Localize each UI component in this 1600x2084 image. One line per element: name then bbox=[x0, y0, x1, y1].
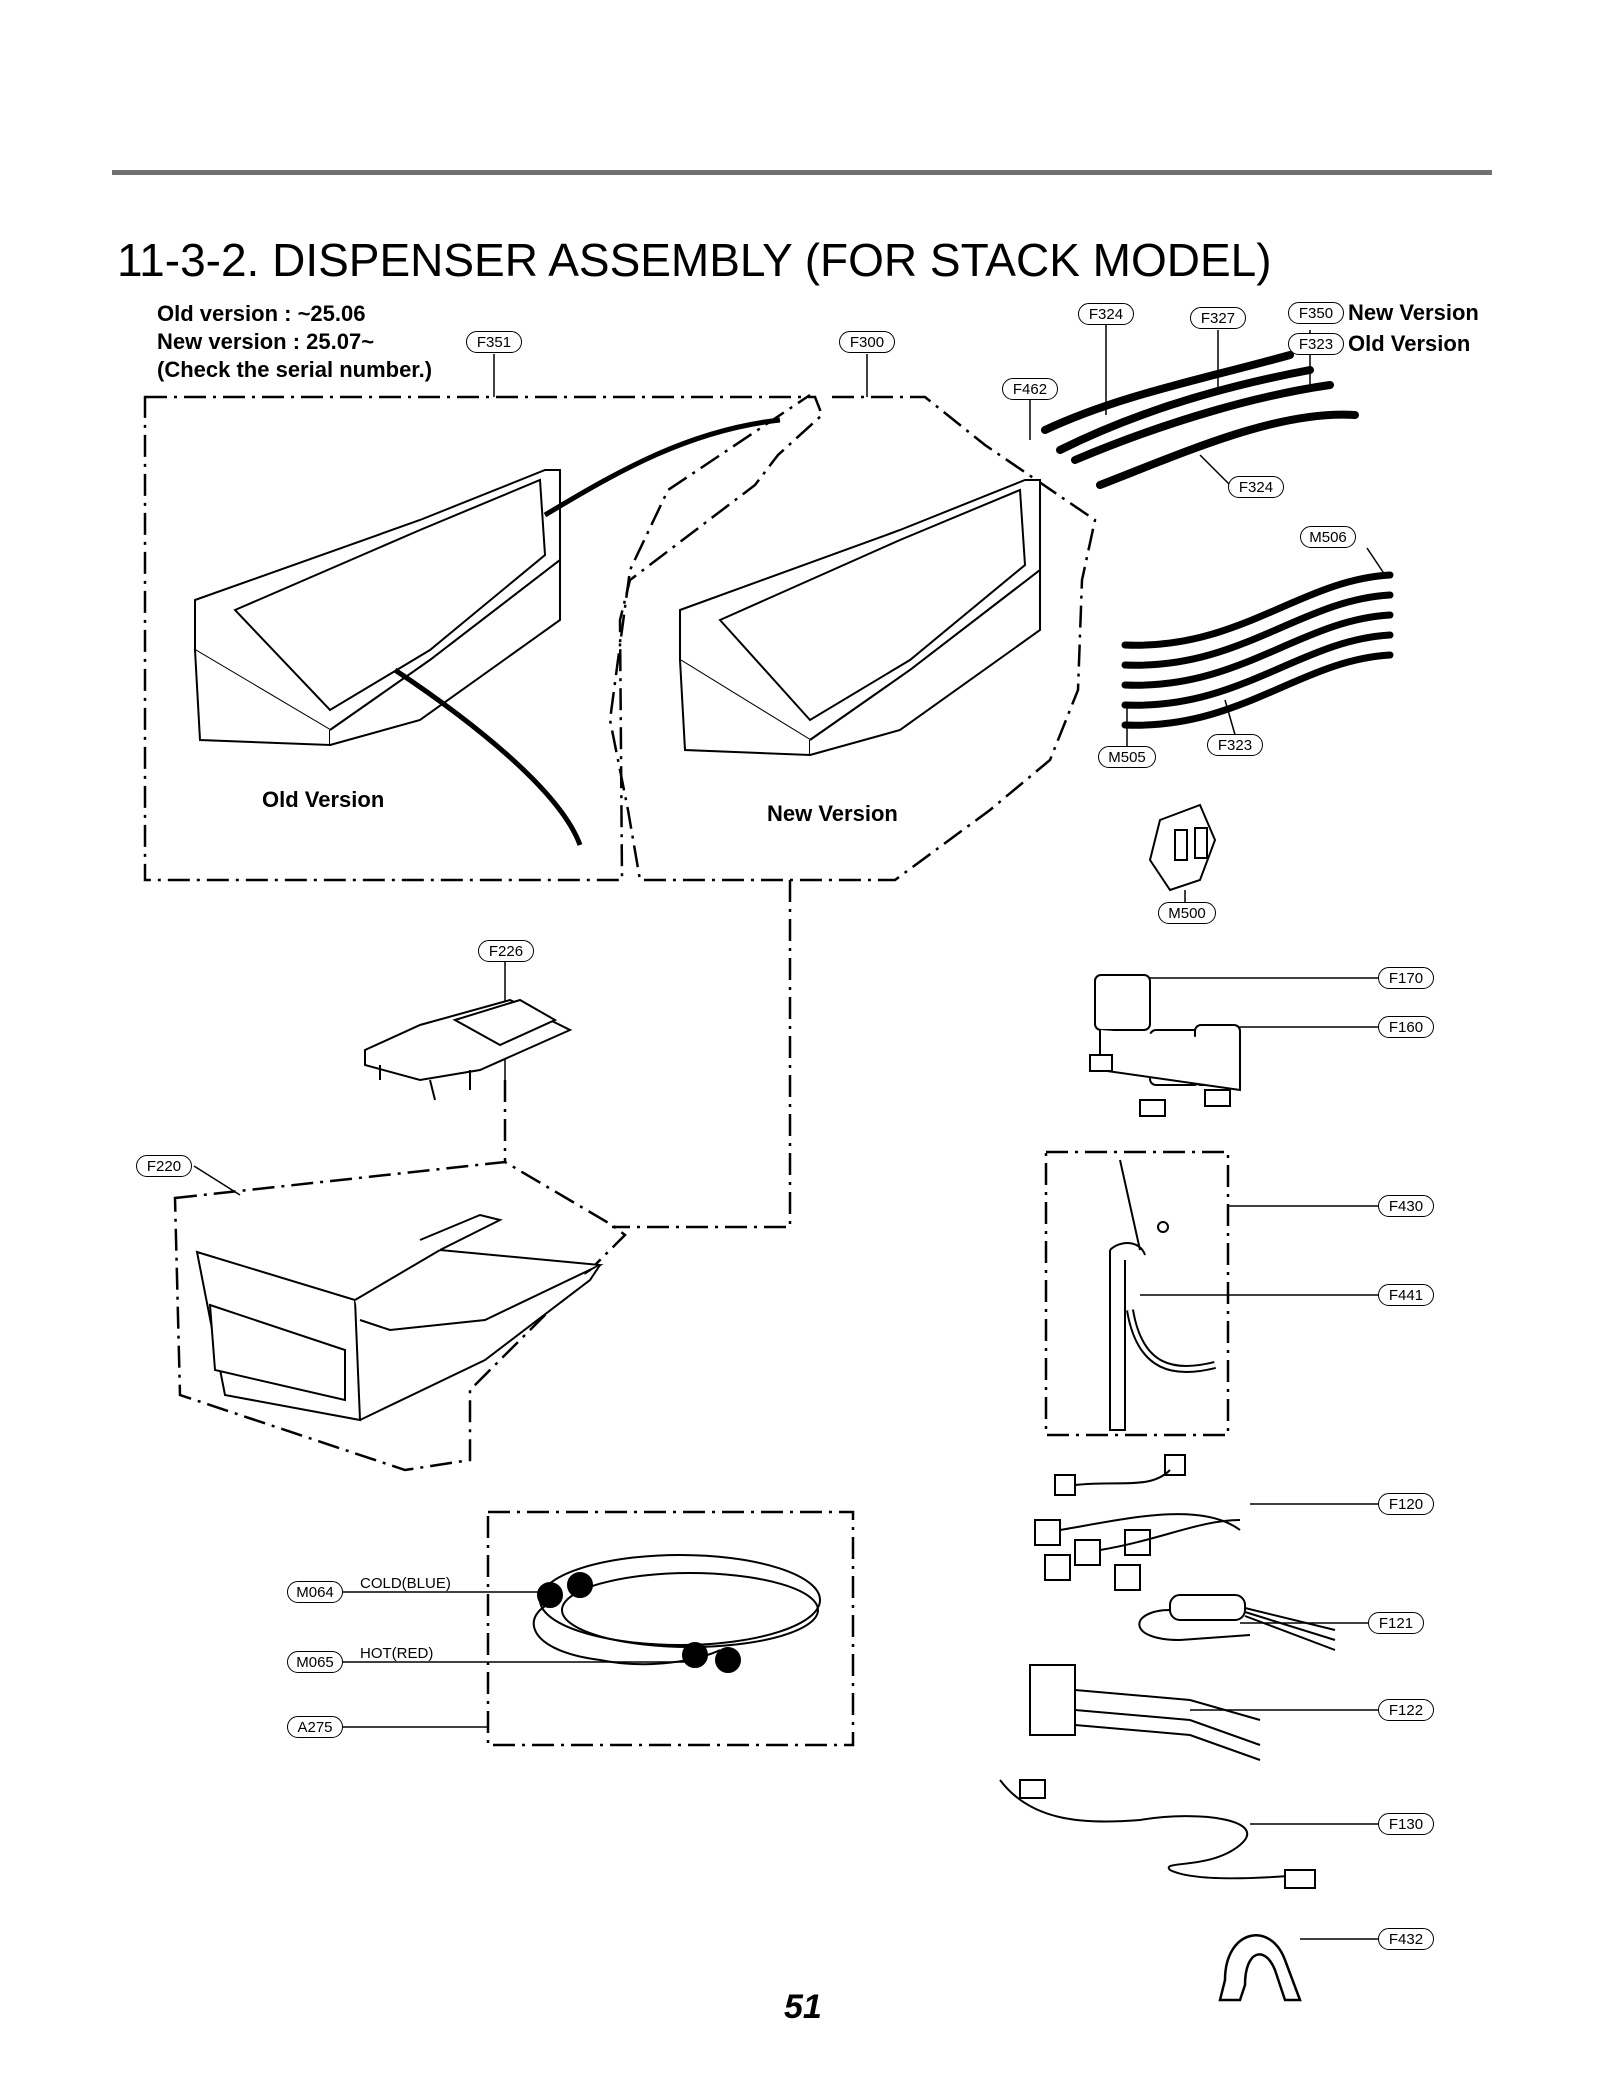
callout-f130: F130 bbox=[1378, 1813, 1434, 1835]
callout-f122: F122 bbox=[1378, 1699, 1434, 1721]
hot-hose-label: HOT(RED) bbox=[360, 1645, 434, 1662]
callout-f324-bottom: F324 bbox=[1228, 476, 1284, 498]
callout-f351: F351 bbox=[466, 331, 522, 353]
callout-f324-top: F324 bbox=[1078, 303, 1134, 325]
callout-m505: M505 bbox=[1098, 746, 1156, 768]
group-connector-line bbox=[612, 880, 792, 1229]
cable-f121 bbox=[1138, 1594, 1336, 1651]
cable-f122 bbox=[1029, 1664, 1261, 1761]
legend-new-version: New Version bbox=[1348, 300, 1479, 325]
callout-f327: F327 bbox=[1190, 307, 1246, 329]
version-note-new: New version : 25.07~ bbox=[157, 329, 375, 354]
hose-guide bbox=[1218, 1934, 1302, 2002]
drain-hose bbox=[1109, 1159, 1216, 1431]
callout-f170: F170 bbox=[1378, 967, 1434, 989]
callout-f226: F226 bbox=[478, 940, 534, 962]
callout-f120: F120 bbox=[1378, 1493, 1434, 1515]
inlet-hose-group-frame bbox=[486, 1510, 855, 1747]
header-rule bbox=[112, 170, 1492, 175]
callout-f323: F323 bbox=[1207, 734, 1263, 756]
callout-f430: F430 bbox=[1378, 1195, 1434, 1217]
pressure-switch bbox=[1148, 803, 1217, 892]
callout-f300: F300 bbox=[839, 331, 895, 353]
callout-f432: F432 bbox=[1378, 1928, 1434, 1950]
inlet-hoses bbox=[532, 1554, 821, 1673]
callout-m064: M064 bbox=[287, 1581, 343, 1603]
drawer-group-frame bbox=[173, 1160, 627, 1472]
connector-hoses-bundle bbox=[1121, 571, 1394, 729]
callout-f160: F160 bbox=[1378, 1016, 1434, 1038]
callout-f462: F462 bbox=[1002, 378, 1058, 400]
legend-old-version: Old Version bbox=[1348, 331, 1471, 356]
new-dispenser-housing bbox=[679, 479, 1041, 757]
callout-f220: F220 bbox=[136, 1155, 192, 1177]
callout-m500: M500 bbox=[1158, 902, 1216, 924]
dispenser-drawer bbox=[195, 1213, 604, 1422]
old-version-group-frame bbox=[143, 395, 824, 882]
pump-group-frame bbox=[1044, 1150, 1230, 1437]
page-title: 11-3-2. DISPENSER ASSEMBLY (FOR STACK MO… bbox=[117, 234, 1272, 286]
callout-f121: F121 bbox=[1368, 1612, 1424, 1634]
callout-f441: F441 bbox=[1378, 1284, 1434, 1306]
version-note-old: Old version : ~25.06 bbox=[157, 301, 366, 326]
callout-m506: M506 bbox=[1300, 526, 1356, 548]
old-dispenser-housing bbox=[194, 469, 561, 747]
old-dispenser-hoses bbox=[393, 417, 781, 846]
callout-a275: A275 bbox=[287, 1716, 343, 1738]
callout-m065: M065 bbox=[287, 1651, 343, 1673]
cold-hose-label: COLD(BLUE) bbox=[360, 1575, 451, 1592]
cable-f130 bbox=[999, 1779, 1316, 1889]
old-version-label: Old Version bbox=[262, 787, 385, 812]
wire-harness-f120 bbox=[1034, 1454, 1241, 1591]
version-note-serial: (Check the serial number.) bbox=[157, 357, 433, 382]
connector-hoses-top bbox=[1041, 351, 1359, 489]
legend-callout-f323: F323 bbox=[1288, 333, 1344, 355]
new-version-group-frame bbox=[608, 393, 1097, 882]
dispenser-cap bbox=[364, 998, 573, 1101]
water-valves bbox=[1089, 974, 1241, 1117]
page-number: 51 bbox=[784, 1988, 822, 2026]
new-version-label: New Version bbox=[767, 801, 898, 826]
legend-callout-f350: F350 bbox=[1288, 302, 1344, 324]
